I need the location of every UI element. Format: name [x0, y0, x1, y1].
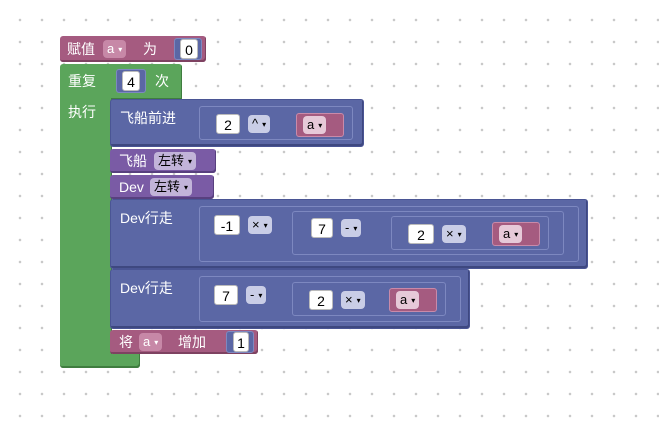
chevron-down-icon: ▾ [457, 230, 462, 239]
minus-operator-symbol: - [345, 220, 350, 235]
ship-turn-block[interactable]: 飞船 左转▾ [110, 149, 216, 173]
set-variable-dropdown[interactable]: a▾ [103, 40, 127, 58]
chevron-down-icon: ▾ [118, 45, 123, 54]
var-2-name: a [400, 292, 408, 307]
dev-walk-1-label: Dev行走 [120, 210, 173, 226]
outer-operator-dropdown[interactable]: ×▾ [248, 216, 272, 234]
chevron-down-icon: ▾ [154, 338, 159, 347]
set-value-field[interactable]: 0 [180, 39, 198, 59]
dev-walk-block-1[interactable]: Dev行走 -1 ×▾ 7 -▾ 2 ×▾ a▾ [110, 199, 588, 269]
set-value-slot[interactable]: 0 [174, 38, 202, 60]
set-label: 赋值 [67, 41, 95, 57]
ship-turn-direction-dropdown[interactable]: 左转▾ [154, 152, 197, 170]
chevron-down-icon: ▾ [353, 224, 358, 233]
change-variable-name: a [143, 334, 151, 349]
set-to-label: 为 [143, 41, 157, 57]
repeat-count-field[interactable]: 4 [122, 71, 140, 91]
exponent-var-dropdown[interactable]: a▾ [303, 116, 327, 134]
repeat-do-label: 执行 [68, 104, 96, 120]
multiply-operator-2-symbol: × [345, 292, 353, 307]
inner-var-ref[interactable]: a▾ [492, 222, 540, 246]
chevron-down-icon: ▾ [318, 121, 323, 130]
multiply-operator-2-dropdown[interactable]: ×▾ [341, 291, 365, 309]
change-value-slot[interactable]: 1 [226, 331, 254, 353]
repeat-block-spine: 执行 [60, 98, 112, 356]
chevron-down-icon: ▾ [514, 230, 519, 239]
inner-operator-symbol: × [446, 226, 454, 241]
minus-operator-dropdown[interactable]: -▾ [341, 219, 362, 237]
exponent-var-name: a [307, 117, 315, 132]
var-2-dropdown[interactable]: a▾ [396, 291, 420, 309]
chevron-down-icon: ▾ [262, 120, 267, 129]
chevron-down-icon: ▾ [411, 296, 416, 305]
ship-forward-label: 飞船前进 [120, 110, 176, 126]
dev-walk-2-num2-field[interactable]: 2 [309, 290, 333, 310]
minus-expression[interactable]: 7 -▾ 2 ×▾ a▾ [292, 211, 564, 255]
power-exponent-var[interactable]: a▾ [296, 113, 344, 137]
change-label: 将 [119, 334, 133, 350]
inner-var-name: a [503, 226, 511, 241]
inner-multiply-expression[interactable]: 2 ×▾ a▾ [391, 216, 549, 250]
outer-operator-symbol: × [252, 217, 260, 232]
dev-walk-2-label: Dev行走 [120, 280, 173, 296]
dev-turn-direction: 左转 [154, 179, 181, 194]
chevron-down-icon: ▾ [263, 221, 268, 230]
dev-turn-label: Dev [119, 179, 144, 195]
inner-operator-dropdown[interactable]: ×▾ [442, 225, 466, 243]
minus-expression-2[interactable]: 7 -▾ 2 ×▾ a▾ [199, 276, 461, 322]
ship-forward-block[interactable]: 飞船前进 2 ^▾ a▾ [110, 99, 364, 147]
repeat-block-footer [60, 354, 140, 368]
repeat-count-slot[interactable]: 4 [116, 69, 146, 93]
change-by-label: 增加 [178, 334, 206, 350]
power-expression[interactable]: 2 ^▾ a▾ [199, 106, 353, 140]
minus-operator-2-symbol: - [250, 287, 255, 302]
change-variable-dropdown[interactable]: a▾ [139, 333, 163, 351]
ship-turn-label: 飞船 [119, 153, 147, 169]
dev-walk-2-num1-field[interactable]: 7 [214, 285, 238, 305]
power-operator-dropdown[interactable]: ^▾ [248, 115, 271, 133]
chevron-down-icon: ▾ [258, 291, 263, 300]
dev-turn-block[interactable]: Dev 左转▾ [110, 175, 214, 199]
var-ref-2[interactable]: a▾ [389, 288, 437, 312]
inner-var-dropdown[interactable]: a▾ [499, 225, 523, 243]
chevron-down-icon: ▾ [184, 183, 189, 192]
set-variable-name: a [107, 41, 115, 56]
set-variable-block[interactable]: 赋值 a▾ 为 0 [60, 36, 206, 62]
chevron-down-icon: ▾ [356, 296, 361, 305]
repeat-times-label: 次 [155, 73, 169, 89]
power-operator-symbol: ^ [252, 116, 259, 131]
minus-operator-2-dropdown[interactable]: -▾ [246, 286, 267, 304]
repeat-label: 重复 [68, 73, 96, 89]
dev-walk-1-num2-field[interactable]: 7 [311, 218, 333, 238]
change-variable-block[interactable]: 将 a▾ 增加 1 [110, 330, 258, 354]
dev-turn-direction-dropdown[interactable]: 左转▾ [150, 178, 193, 196]
repeat-block-header[interactable]: 重复 4 次 [60, 64, 182, 100]
multiply-expression-2[interactable]: 2 ×▾ a▾ [292, 282, 446, 316]
power-base-field[interactable]: 2 [216, 114, 240, 134]
dev-walk-1-num3-field[interactable]: 2 [408, 224, 434, 244]
ship-turn-direction: 左转 [158, 153, 185, 168]
change-value-field[interactable]: 1 [233, 332, 249, 352]
chevron-down-icon: ▾ [188, 157, 193, 166]
dev-walk-1-num1-field[interactable]: -1 [214, 215, 240, 235]
multiply-expression-outer[interactable]: -1 ×▾ 7 -▾ 2 ×▾ a▾ [199, 206, 579, 262]
dev-walk-block-2[interactable]: Dev行走 7 -▾ 2 ×▾ a▾ [110, 269, 470, 329]
